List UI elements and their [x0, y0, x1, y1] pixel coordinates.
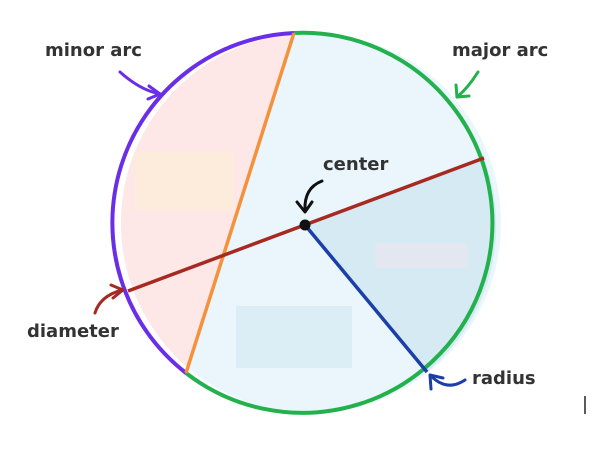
masked-label-right	[375, 243, 467, 268]
radius-arrow-icon	[429, 374, 467, 387]
radius-line	[303, 223, 429, 374]
minor-arc-arrowhead-icon	[146, 84, 162, 101]
diameter-arrow-icon	[93, 288, 124, 315]
major-arc-arrow-icon	[455, 70, 480, 99]
center-arrowhead-icon	[295, 200, 314, 214]
center-label: center	[323, 154, 389, 175]
center-point	[299, 219, 311, 231]
diameter-label: diameter	[27, 321, 119, 342]
masked-label-bottom	[236, 306, 352, 368]
radius-label: radius	[472, 368, 536, 389]
major-arc-label: major arc	[452, 40, 548, 61]
chord	[184, 32, 296, 374]
major-arc	[184, 30, 495, 415]
diameter-arrowhead-icon	[109, 283, 125, 300]
radius-arrowhead-icon	[428, 373, 445, 391]
masked-label-left	[134, 152, 234, 210]
minor-arc-label: minor arc	[45, 40, 142, 61]
minor-arc	[110, 31, 295, 375]
major-arc-arrowhead-icon	[454, 83, 471, 99]
center-arrow-icon	[303, 179, 324, 212]
